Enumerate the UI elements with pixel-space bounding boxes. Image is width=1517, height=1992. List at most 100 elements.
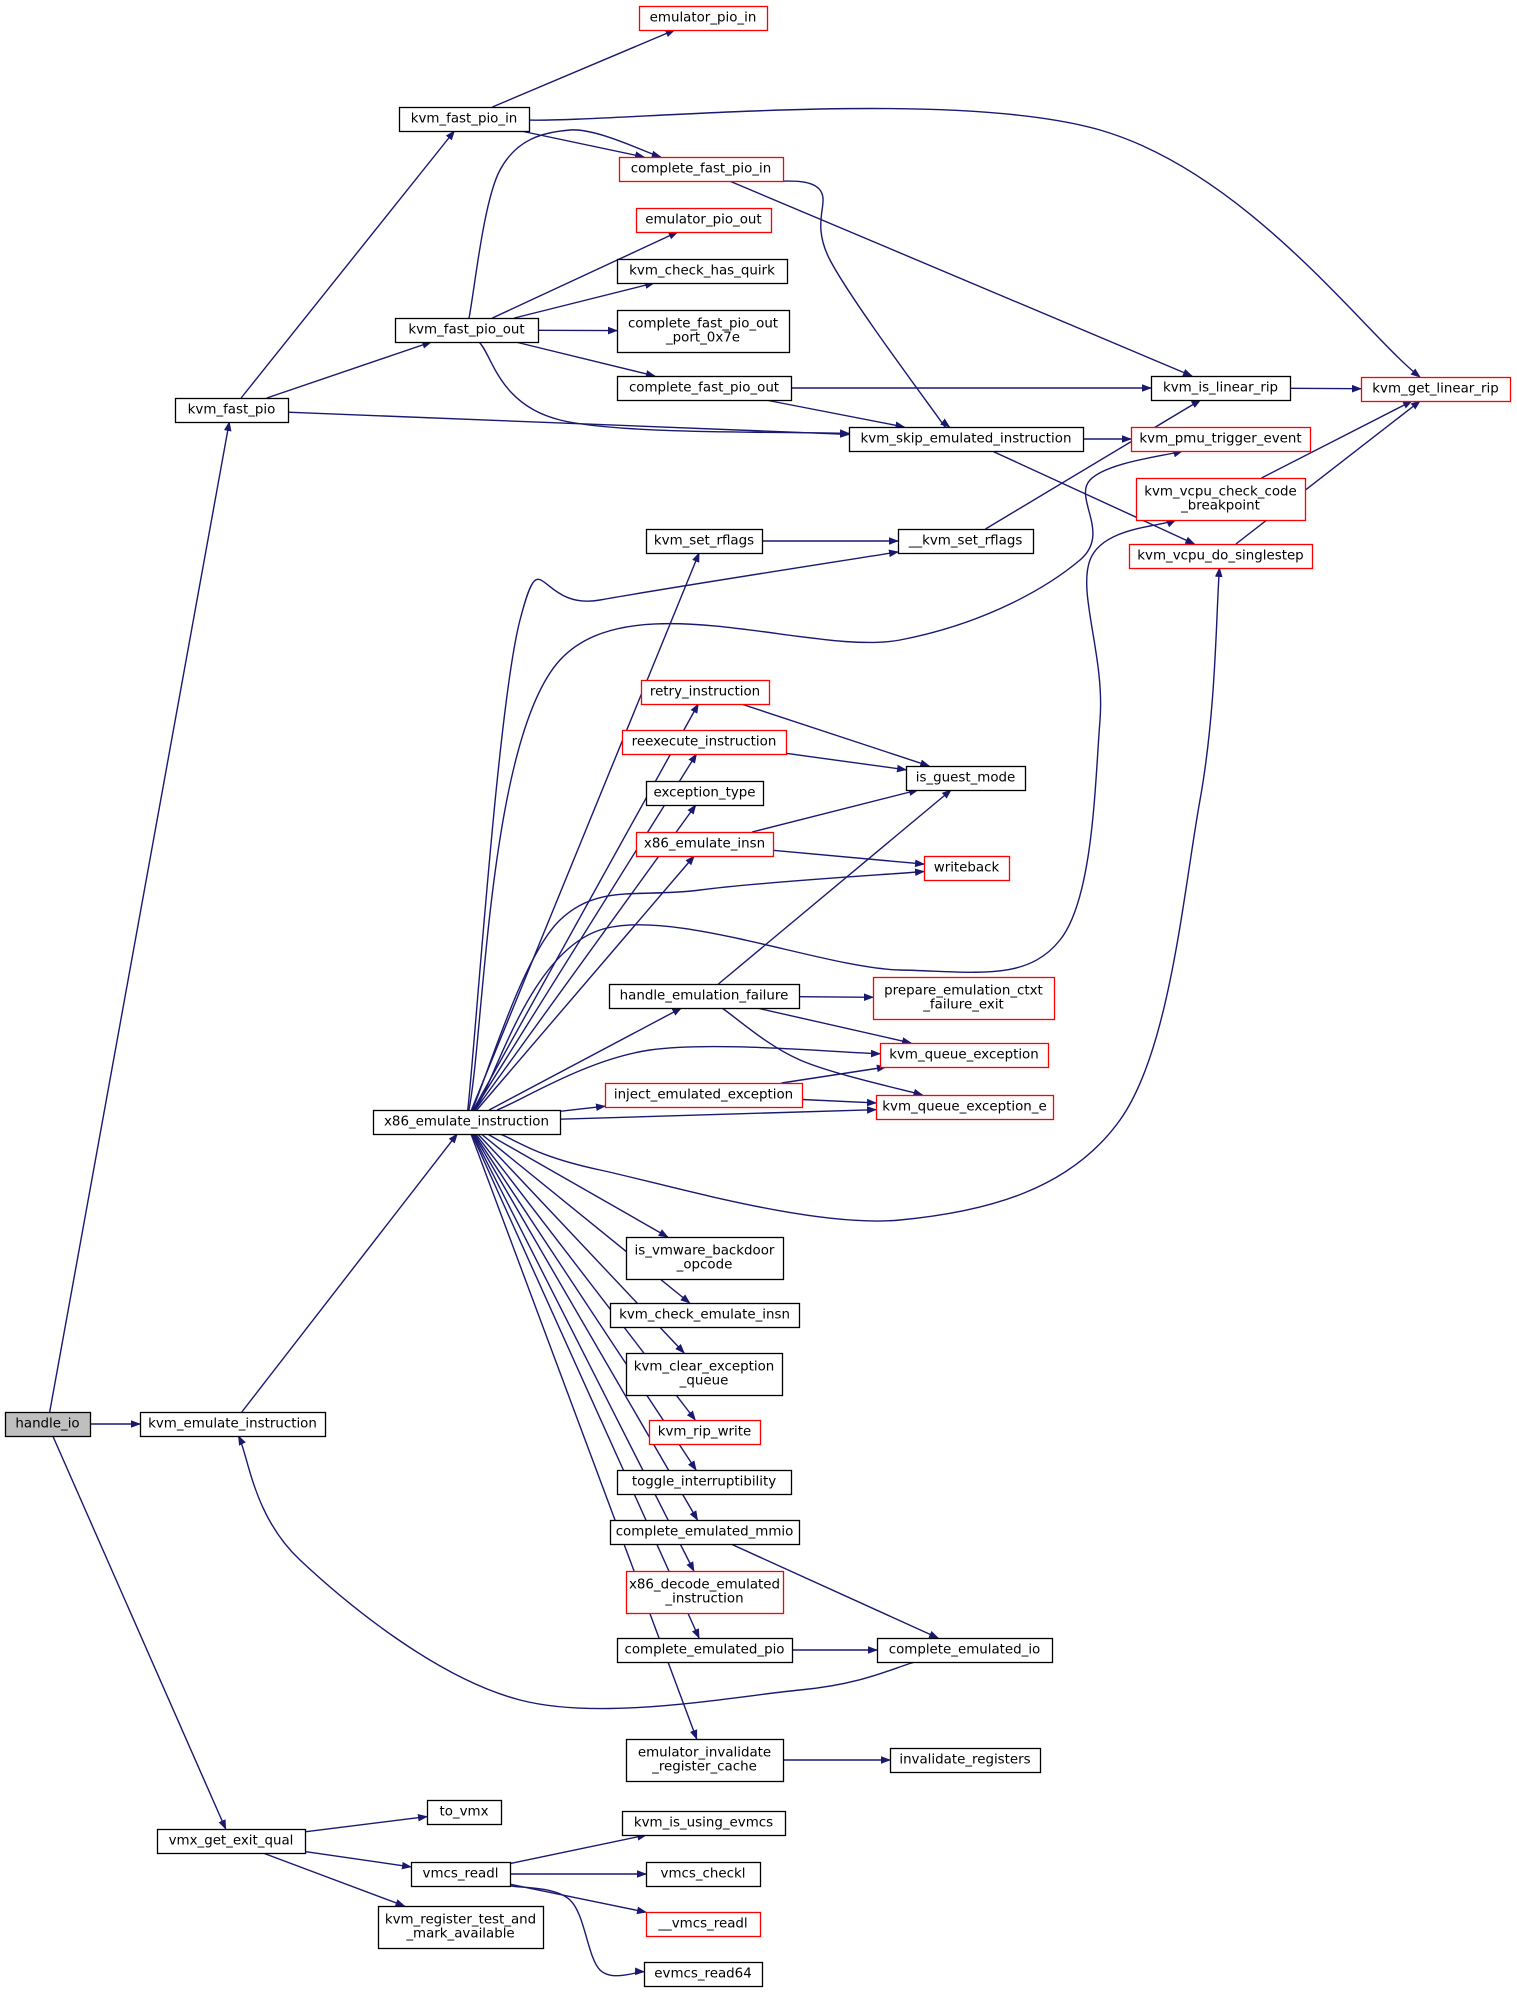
node-emulator_pio_out[interactable]: emulator_pio_out [635, 207, 773, 234]
node-box[interactable] [648, 1419, 762, 1446]
node-box[interactable] [608, 983, 801, 1010]
node-box[interactable] [640, 679, 771, 706]
node-kvm_fast_pio[interactable]: kvm_fast_pio [174, 397, 290, 424]
node-box[interactable] [905, 765, 1027, 792]
node-complete_fast_pio_in[interactable]: complete_fast_pio_in [618, 156, 785, 183]
node-box[interactable] [625, 1236, 785, 1281]
node-kvm_vcpu_do_singlestep[interactable]: kvm_vcpu_do_singlestep [1128, 543, 1314, 570]
node-kvm_is_linear_rip[interactable]: kvm_is_linear_rip [1150, 375, 1292, 402]
node-box[interactable] [1135, 477, 1307, 522]
node-retry_instruction[interactable]: retry_instruction [640, 679, 771, 706]
node-vmx_get_exit_qual[interactable]: vmx_get_exit_qual [156, 1828, 307, 1855]
node-box[interactable] [621, 729, 788, 756]
node-box[interactable] [643, 1961, 764, 1988]
node-box[interactable] [638, 5, 769, 32]
node-box[interactable] [4, 1411, 92, 1438]
node-x86_decode_emulated_instruction[interactable]: x86_decode_emulated_instruction [625, 1570, 785, 1615]
node-kvm_fast_pio_in[interactable]: kvm_fast_pio_in [398, 106, 531, 133]
node-box[interactable] [609, 1519, 801, 1546]
node-box[interactable] [923, 855, 1011, 882]
node-complete_emulated_io[interactable]: complete_emulated_io [876, 1637, 1054, 1664]
node-box[interactable] [604, 1082, 804, 1109]
node-invalidate_registers[interactable]: invalidate_registers [889, 1747, 1042, 1774]
node-box[interactable] [635, 831, 775, 858]
node-box[interactable] [398, 106, 531, 133]
node-kvm_skip_emulated_instruction[interactable]: kvm_skip_emulated_instruction [848, 426, 1085, 453]
node-box[interactable] [621, 1810, 787, 1837]
node-kvm_vcpu_check_code_breakpoint[interactable]: kvm_vcpu_check_code_breakpoint [1135, 477, 1307, 522]
node-__kvm_set_rflags[interactable]: __kvm_set_rflags [897, 528, 1035, 555]
node-kvm_check_emulate_insn[interactable]: kvm_check_emulate_insn [609, 1302, 801, 1329]
node-box[interactable] [174, 397, 290, 424]
node-box[interactable] [645, 1911, 762, 1938]
node-kvm_register_test_and_mark_available[interactable]: kvm_register_test_and_mark_available [377, 1905, 545, 1950]
node-box[interactable] [616, 258, 789, 285]
node-handle_io[interactable]: handle_io [4, 1411, 92, 1438]
node-kvm_clear_exception_queue[interactable]: kvm_clear_exception_queue [625, 1352, 784, 1397]
node-box[interactable] [372, 1109, 562, 1136]
node-emulator_invalidate_register_cache[interactable]: emulator_invalidate_register_cache [625, 1738, 785, 1783]
node-box[interactable] [875, 1094, 1055, 1121]
node-box[interactable] [645, 780, 765, 807]
node-kvm_is_using_evmcs[interactable]: kvm_is_using_evmcs [621, 1810, 787, 1837]
node-exception_type[interactable]: exception_type [645, 780, 765, 807]
node-box[interactable] [426, 1799, 503, 1826]
node-box[interactable] [1150, 375, 1292, 402]
node-box[interactable] [616, 1469, 793, 1496]
node-box[interactable] [897, 528, 1035, 555]
node-box[interactable] [1128, 543, 1314, 570]
node-box[interactable] [848, 426, 1085, 453]
node-vmcs_checkl[interactable]: vmcs_checkl [645, 1861, 762, 1888]
node-box[interactable] [394, 317, 540, 344]
node-complete_fast_pio_out_port_0x7e[interactable]: complete_fast_pio_out_port_0x7e [616, 309, 791, 354]
node-is_vmware_backdoor_opcode[interactable]: is_vmware_backdoor_opcode [625, 1236, 785, 1281]
node-box[interactable] [616, 375, 793, 402]
node-kvm_set_rflags[interactable]: kvm_set_rflags [645, 528, 764, 555]
node-box[interactable] [645, 528, 764, 555]
node-box[interactable] [889, 1747, 1042, 1774]
node-box[interactable] [410, 1861, 512, 1888]
node-kvm_check_has_quirk[interactable]: kvm_check_has_quirk [616, 258, 789, 285]
node-x86_emulate_instruction[interactable]: x86_emulate_instruction [372, 1109, 562, 1136]
node-handle_emulation_failure[interactable]: handle_emulation_failure [608, 983, 801, 1010]
node-complete_emulated_pio[interactable]: complete_emulated_pio [616, 1637, 794, 1664]
node-kvm_queue_exception[interactable]: kvm_queue_exception [879, 1042, 1050, 1069]
node-box[interactable] [377, 1905, 545, 1950]
node-__vmcs_readl[interactable]: __vmcs_readl [645, 1911, 762, 1938]
node-prepare_emulation_ctxt_failure_exit[interactable]: prepare_emulation_ctxt_failure_exit [872, 976, 1056, 1021]
node-box[interactable] [645, 1861, 762, 1888]
node-emulator_pio_in[interactable]: emulator_pio_in [638, 5, 769, 32]
node-x86_emulate_insn[interactable]: x86_emulate_insn [635, 831, 775, 858]
node-box[interactable] [625, 1570, 785, 1615]
node-box[interactable] [618, 156, 785, 183]
node-is_guest_mode[interactable]: is_guest_mode [905, 765, 1027, 792]
node-to_vmx[interactable]: to_vmx [426, 1799, 503, 1826]
node-box[interactable] [616, 1637, 794, 1664]
node-kvm_get_linear_rip[interactable]: kvm_get_linear_rip [1360, 376, 1512, 403]
node-reexecute_instruction[interactable]: reexecute_instruction [621, 729, 788, 756]
node-vmcs_readl[interactable]: vmcs_readl [410, 1861, 512, 1888]
node-box[interactable] [139, 1411, 327, 1438]
node-inject_emulated_exception[interactable]: inject_emulated_exception [604, 1082, 804, 1109]
node-box[interactable] [635, 207, 773, 234]
node-kvm_pmu_trigger_event[interactable]: kvm_pmu_trigger_event [1130, 426, 1312, 453]
node-box[interactable] [876, 1637, 1054, 1664]
node-kvm_rip_write[interactable]: kvm_rip_write [648, 1419, 762, 1446]
node-evmcs_read64[interactable]: evmcs_read64 [643, 1961, 764, 1988]
node-complete_fast_pio_out[interactable]: complete_fast_pio_out [616, 375, 793, 402]
node-box[interactable] [609, 1302, 801, 1329]
node-complete_emulated_mmio[interactable]: complete_emulated_mmio [609, 1519, 801, 1546]
node-box[interactable] [1360, 376, 1512, 403]
node-box[interactable] [872, 976, 1056, 1021]
node-box[interactable] [625, 1738, 785, 1783]
node-kvm_queue_exception_e[interactable]: kvm_queue_exception_e [875, 1094, 1055, 1121]
node-kvm_fast_pio_out[interactable]: kvm_fast_pio_out [394, 317, 540, 344]
node-kvm_emulate_instruction[interactable]: kvm_emulate_instruction [139, 1411, 327, 1438]
node-box[interactable] [156, 1828, 307, 1855]
node-box[interactable] [625, 1352, 784, 1397]
node-box[interactable] [879, 1042, 1050, 1069]
node-writeback[interactable]: writeback [923, 855, 1011, 882]
node-toggle_interruptibility[interactable]: toggle_interruptibility [616, 1469, 793, 1496]
node-box[interactable] [616, 309, 791, 354]
node-box[interactable] [1130, 426, 1312, 453]
